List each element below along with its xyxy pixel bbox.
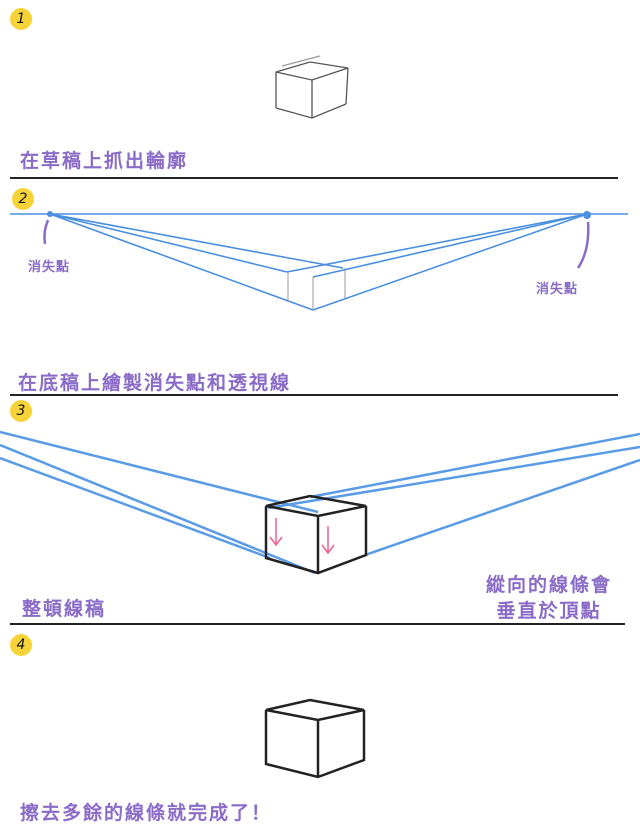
step-3-note-line1: 縱向的線條會	[486, 574, 613, 596]
step-badge-4: 4	[10, 634, 32, 656]
inked-cube	[264, 494, 368, 575]
vanishing-point-left	[47, 211, 53, 217]
vanishing-point-right	[583, 211, 591, 219]
pointer-stroke	[43, 219, 50, 245]
step-1-caption: 在草稿上抓出輪廓	[20, 150, 189, 172]
perspective-guides	[10, 213, 628, 311]
step-badge-2: 2	[12, 188, 34, 210]
step-badge-1: 1	[10, 8, 32, 30]
step-3-note: 縱向的線條會 垂直於頂點	[486, 572, 612, 624]
down-arrow-icon	[269, 518, 335, 555]
small-cube	[287, 268, 346, 310]
vanishing-point-right-label: 消失點	[536, 282, 579, 297]
step-3-note-line2: 垂直於頂點	[496, 600, 602, 622]
step-badge-3: 3	[10, 400, 32, 422]
perspective-guides-large	[0, 430, 640, 575]
pointer-stroke	[576, 221, 590, 269]
step-2-caption: 在底稿上繪製消失點和透視線	[18, 372, 292, 394]
step-4-caption: 擦去多餘的線條就完成了！	[20, 802, 273, 824]
step-3-caption: 整頓線稿	[22, 598, 107, 620]
vanishing-point-left-label: 消失點	[28, 260, 71, 275]
sketch-cube	[275, 55, 349, 119]
final-cube	[264, 698, 366, 779]
